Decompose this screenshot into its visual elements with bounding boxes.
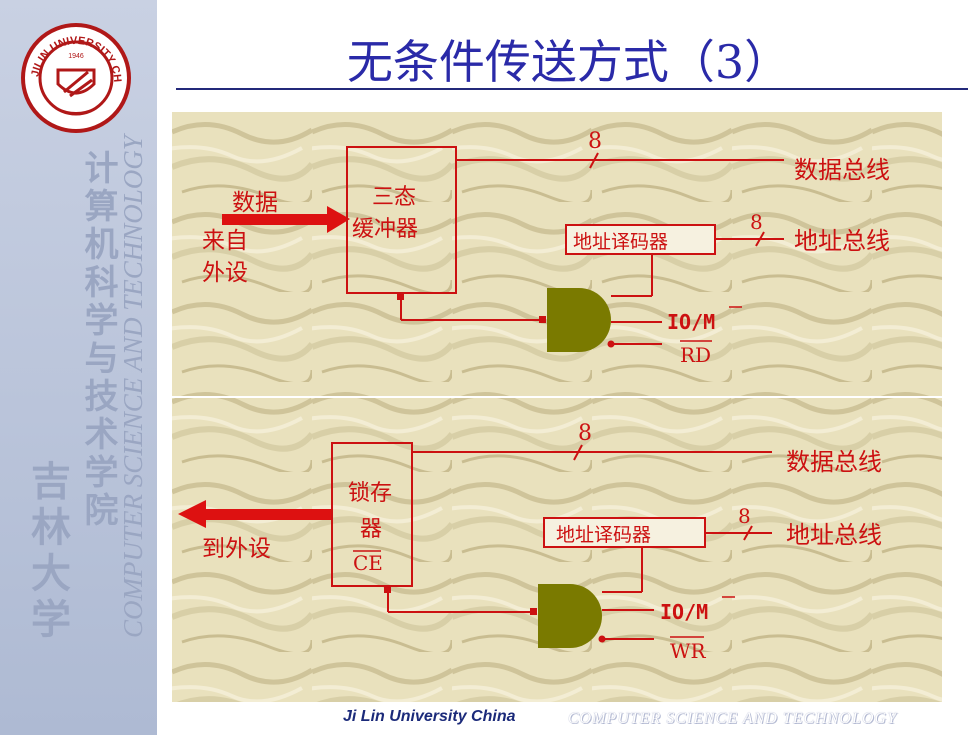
footer-department: COMPUTER SCIENCE AND TECHNOLOGY: [568, 710, 897, 727]
bottom-wr-label: WR: [670, 639, 707, 663]
top-address-bus-slash: [755, 231, 765, 247]
top-data-bus-label: 数据总线: [794, 156, 890, 184]
top-input-arrow-head: [327, 206, 350, 233]
bottom-output-label: 到外设: [202, 536, 271, 562]
tristate-buffer-label-2: 缓冲器: [352, 217, 418, 242]
top-gate-output-node: [539, 316, 546, 323]
io-transfer-diagram: 数据 来自 外设 三态 缓冲器 8 数据总线 地址译码器 8 地址总线 IO/M…: [172, 112, 942, 702]
top-address-bus-width: 8: [750, 210, 763, 234]
bottom-address-decoder-label: 地址译码器: [556, 524, 651, 546]
bottom-output-arrow-head: [178, 500, 206, 528]
footer-university: Ji Lin University China: [343, 708, 516, 725]
latch-box: [331, 442, 413, 587]
top-enable-node: [397, 293, 404, 300]
bottom-nand-gate: [538, 584, 602, 648]
top-input-label-1: 数据: [232, 190, 278, 216]
slide-title: 无条件传送方式（3）: [346, 35, 791, 89]
top-data-bus-width: 8: [588, 129, 602, 154]
bottom-enable-node: [384, 586, 391, 593]
bottom-panel: 到外设 锁存 器 CE 8 数据总线 地址译码器 8 地址总线 IO/M WR: [172, 398, 942, 702]
sidebar: JILIN UNIVERSITY CHINA 1946 吉林大学 计算机科学与技…: [0, 0, 157, 735]
university-seal-icon: JILIN UNIVERSITY CHINA 1946: [20, 22, 131, 133]
top-panel: 数据 来自 外设 三态 缓冲器 8 数据总线 地址译码器 8 地址总线 IO/M…: [172, 112, 942, 396]
bottom-io-m-label: IO/M: [660, 600, 708, 624]
bottom-address-bus-label: 地址总线: [786, 521, 882, 549]
bottom-wr-inversion-bubble: [598, 635, 606, 643]
tristate-buffer-label-1: 三态: [372, 185, 416, 210]
latch-label-2: 器: [360, 517, 382, 542]
bottom-data-bus-label: 数据总线: [786, 448, 882, 476]
side-text-college: 计算机科学与技术学院: [78, 150, 118, 530]
top-nand-gate: [547, 288, 611, 352]
bottom-address-bus-slash: [743, 525, 753, 541]
top-io-m-label: IO/M: [667, 310, 715, 334]
seal-year: 1946: [68, 53, 84, 60]
top-input-label-2: 来自: [202, 228, 248, 254]
top-address-bus-label: 地址总线: [794, 227, 890, 255]
top-address-decoder-label: 地址译码器: [573, 231, 668, 253]
top-rd-inversion-bubble: [607, 340, 615, 348]
bottom-address-bus-width: 8: [738, 504, 751, 528]
latch-ce-label: CE: [353, 551, 383, 575]
title-divider: [176, 88, 968, 90]
side-text-university: 吉林大学: [24, 460, 71, 644]
top-input-label-3: 外设: [202, 260, 248, 286]
bottom-output-arrow-shaft: [200, 509, 332, 520]
side-text-english: COMPUTER SCIENCE AND TECHNOLOGY: [118, 135, 148, 638]
bottom-panel-background: [172, 398, 942, 702]
top-input-arrow-shaft: [222, 214, 337, 225]
latch-label-1: 锁存: [348, 481, 392, 506]
top-rd-label: RD: [680, 343, 711, 367]
top-data-bus-slash: [589, 152, 599, 169]
bottom-gate-output-node: [530, 608, 537, 615]
bottom-data-bus-slash: [573, 444, 583, 461]
bottom-data-bus-width: 8: [578, 421, 592, 446]
